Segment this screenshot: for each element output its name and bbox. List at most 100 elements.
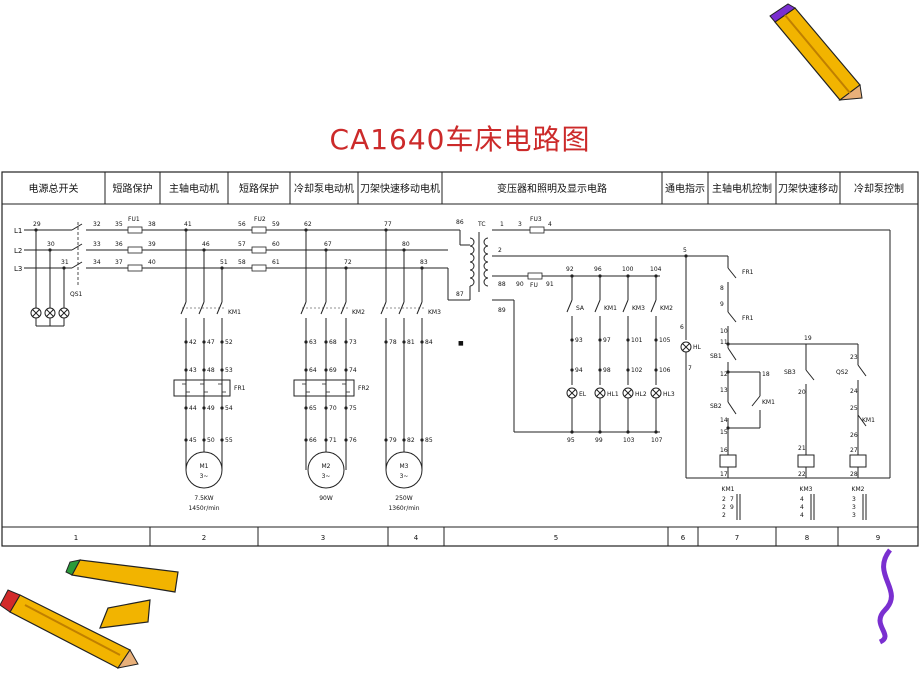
fr-contact-label: FR1 [742, 269, 754, 276]
junction-dot [184, 368, 188, 372]
contact-ref: 7 [730, 496, 734, 503]
junction-dot [402, 340, 406, 344]
coil-label: KM1 [722, 486, 735, 493]
wire [727, 267, 737, 279]
footer-cell: 7 [735, 534, 739, 542]
lamp-switch-label: KM1 [604, 305, 617, 312]
wire-number: 86 [456, 219, 464, 226]
fuse-label: FU1 [128, 216, 140, 223]
contact-ref: 4 [800, 512, 804, 519]
lamp-label: HL3 [663, 391, 675, 398]
fuse-fu2 [251, 246, 267, 254]
wire-number: 38 [148, 221, 156, 228]
wire-number: 27 [850, 447, 858, 454]
lamp-switch-label: SA [576, 305, 585, 312]
wire-number: 106 [659, 367, 671, 374]
contactor-label: KM1 [228, 309, 241, 316]
junction-dot [202, 340, 206, 344]
wire-number: 16 [720, 447, 728, 454]
header-cell: 主轴电机控制 [712, 182, 772, 195]
coil-km1 [719, 454, 737, 468]
header-cell: 冷却泵控制 [854, 182, 904, 195]
wire-number: 58 [238, 259, 246, 266]
footer-cell: 5 [554, 534, 558, 542]
wire-number: 75 [349, 405, 357, 412]
thermal-element [322, 383, 330, 393]
footer-cell: 6 [681, 534, 686, 542]
wire-number: 53 [225, 367, 233, 374]
junction-dot [598, 338, 602, 342]
thermal-relay-label: FR2 [358, 385, 370, 392]
junction-dot [304, 406, 308, 410]
wire-number: 62 [304, 221, 312, 228]
wire-number: 72 [344, 259, 352, 266]
junction-dot [626, 368, 630, 372]
wire-number: 51 [220, 259, 228, 266]
wire-number: 37 [115, 259, 123, 266]
footer-cell: 3 [321, 534, 325, 542]
wire-number: 40 [148, 259, 156, 266]
motor-phase: 3~ [322, 473, 331, 480]
wire-number: 2 [498, 247, 502, 254]
diagram-frame [1, 171, 919, 547]
wire [751, 395, 761, 407]
contactor-label: KM2 [352, 309, 365, 316]
wire-number: 52 [225, 339, 233, 346]
junction-dot [202, 368, 206, 372]
wire-number: 22 [798, 471, 806, 478]
contact-ref: 3 [852, 496, 856, 503]
wire-number: 23 [850, 354, 858, 361]
junction-dot [598, 368, 602, 372]
lamp-label: HL2 [635, 391, 647, 398]
wire-number: 17 [720, 471, 728, 478]
line-label: L2 [14, 247, 22, 255]
wire-number: 47 [207, 339, 215, 346]
wire-number: 19 [804, 335, 812, 342]
thermal-relay [293, 379, 355, 397]
header-cell: 刀架快速移动 [778, 182, 838, 195]
header-cell: 变压器和照明及显示电路 [497, 182, 607, 195]
fr-contact-label: FR1 [742, 315, 754, 322]
wire-number: 60 [272, 241, 280, 248]
tc-primary-coil [469, 269, 475, 279]
wire-number: 81 [407, 339, 415, 346]
wire-number: 35 [115, 221, 123, 228]
junction-dot [220, 406, 224, 410]
wire [566, 299, 573, 313]
wire-number: 5 [683, 247, 687, 254]
junction-dot [344, 438, 348, 442]
wire-number: 66 [309, 437, 317, 444]
thermal-relay-label: FR1 [234, 385, 246, 392]
lamp-label: HL1 [607, 391, 619, 398]
header-cell: 短路保护 [113, 182, 153, 195]
wire-number: 67 [324, 241, 332, 248]
wire-number: 105 [659, 337, 671, 344]
fuse-label: FU3 [530, 216, 542, 223]
wire-number: 21 [798, 445, 806, 452]
wire [71, 223, 83, 231]
wire [568, 389, 576, 397]
wire-number: 42 [189, 339, 197, 346]
wire-number: 44 [189, 405, 197, 412]
footer-cell: 1 [74, 534, 78, 542]
wiring [24, 222, 891, 520]
motor [307, 451, 345, 489]
header-cell: 刀架快速移动电机 [360, 182, 440, 195]
wire [596, 389, 604, 397]
wire [60, 309, 68, 317]
lamp-label: EL [579, 391, 587, 398]
junction-dot [34, 228, 38, 232]
junction-dot [324, 438, 328, 442]
contactor-label: KM3 [428, 309, 441, 316]
wire-number: 71 [329, 437, 337, 444]
junction-dot [598, 430, 602, 434]
wire-number: 57 [238, 241, 246, 248]
fuse-fu2 [251, 264, 267, 272]
junction-dot [184, 340, 188, 344]
wire-number: 99 [595, 437, 603, 444]
junction-dot [304, 438, 308, 442]
wire-number: 104 [650, 266, 662, 273]
wire [805, 369, 815, 381]
